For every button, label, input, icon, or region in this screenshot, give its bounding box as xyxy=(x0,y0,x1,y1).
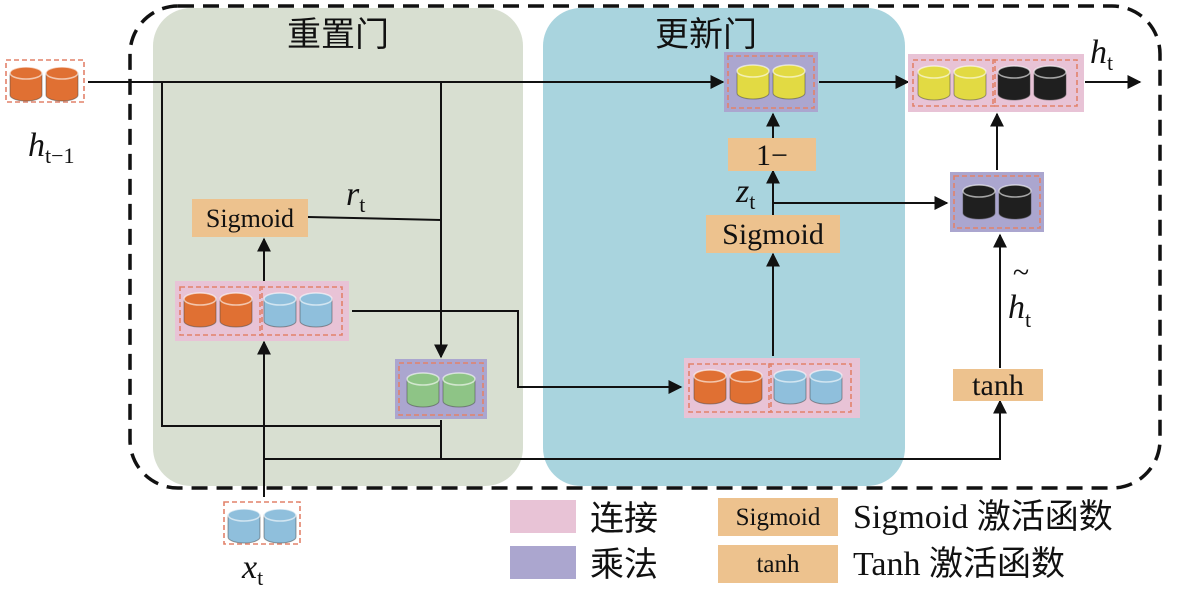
label-h-tilde: ht xyxy=(1008,289,1031,332)
update-gate-title: 更新门 xyxy=(655,15,757,55)
legend: 连接 乘法 Sigmoid Sigmoid 激活函数 tanh Tanh 激活函… xyxy=(510,498,1113,585)
legend-multiply-label: 乘法 xyxy=(590,545,658,585)
vector-dashed-border xyxy=(398,362,484,416)
cylinder xyxy=(693,369,727,405)
cylinder xyxy=(953,65,987,101)
sigmoid-update-box xyxy=(706,215,840,253)
cylinder xyxy=(962,184,996,220)
cylinder xyxy=(227,508,261,544)
cylinder xyxy=(729,369,763,405)
update-concat-vector xyxy=(684,358,860,418)
cylinder xyxy=(9,66,43,102)
cylinder xyxy=(45,66,79,102)
cylinder xyxy=(1033,65,1067,101)
cell-boundary xyxy=(128,4,1162,490)
reset-gate-title: 重置门 xyxy=(287,15,389,55)
line-hprev-branch-to-reset-product xyxy=(316,81,448,359)
legend-tanh-swatch-text: tanh xyxy=(756,551,800,578)
cylinder xyxy=(809,369,843,405)
vector-dashed-border xyxy=(912,59,996,107)
reset-product-vector xyxy=(395,359,487,419)
cylinder xyxy=(736,64,770,100)
connections xyxy=(88,75,1142,497)
label-h-prev: ht−1 xyxy=(28,127,75,168)
vector-dashed-border xyxy=(223,501,301,545)
legend-tanh-desc: Tanh 激活函数 xyxy=(853,545,1065,583)
cylinder xyxy=(263,508,297,544)
cylinder xyxy=(998,184,1032,220)
cylinder xyxy=(183,292,217,328)
label-h-tilde-accent: ~ xyxy=(1013,256,1029,289)
label-x-t: xt xyxy=(241,549,263,590)
vector-dashed-border xyxy=(259,286,343,336)
sigmoid-update-label: Sigmoid xyxy=(722,218,824,251)
legend-concat-swatch xyxy=(510,500,576,533)
cylinder xyxy=(406,372,440,408)
line-hprev-branch-down xyxy=(161,82,441,427)
cylinder xyxy=(772,64,806,100)
oneminus-product-vector xyxy=(724,52,818,112)
cylinder xyxy=(263,292,297,328)
cylinder xyxy=(299,292,333,328)
cylinder xyxy=(997,65,1031,101)
line-concat-to-update-concat xyxy=(352,310,683,394)
cylinder xyxy=(442,372,476,408)
legend-concat-label: 连接 xyxy=(590,499,658,539)
tanh-label: tanh xyxy=(972,369,1024,402)
legend-sigmoid-swatch xyxy=(718,498,838,536)
x-t-vector xyxy=(223,501,301,545)
cylinder xyxy=(219,292,253,328)
label-r-t: rt xyxy=(346,176,365,217)
line-xt-to-tanh xyxy=(264,399,1007,460)
vector-dashed-border xyxy=(768,363,852,413)
tanh-box xyxy=(953,369,1043,401)
vector-dashed-border xyxy=(992,59,1078,107)
legend-sigmoid-swatch-text: Sigmoid xyxy=(736,504,821,531)
vector-dashed-border xyxy=(688,363,772,413)
cylinder xyxy=(773,369,807,405)
candidate-product-vector xyxy=(950,172,1044,232)
cylinder xyxy=(917,65,951,101)
legend-multiply-swatch xyxy=(510,546,576,579)
vector-dashed-border xyxy=(953,175,1041,229)
vector-dashed-border xyxy=(727,55,815,109)
vector-dashed-border xyxy=(5,59,85,103)
legend-sigmoid-desc: Sigmoid 激活函数 xyxy=(853,498,1113,536)
output-vector xyxy=(908,54,1084,112)
sigmoid-reset-box xyxy=(192,199,308,237)
vector-dashed-border xyxy=(179,286,263,336)
h-prev-vector xyxy=(5,59,85,103)
sigmoid-reset-label: Sigmoid xyxy=(206,204,294,233)
one-minus-label: 1− xyxy=(756,139,788,172)
label-z-t: zt xyxy=(735,173,755,214)
reset-concat-vector xyxy=(175,281,349,341)
label-h-t: ht xyxy=(1090,34,1113,75)
legend-tanh-swatch xyxy=(718,545,838,583)
one-minus-box xyxy=(728,138,816,171)
line-rt-to-reset-product xyxy=(307,216,442,221)
